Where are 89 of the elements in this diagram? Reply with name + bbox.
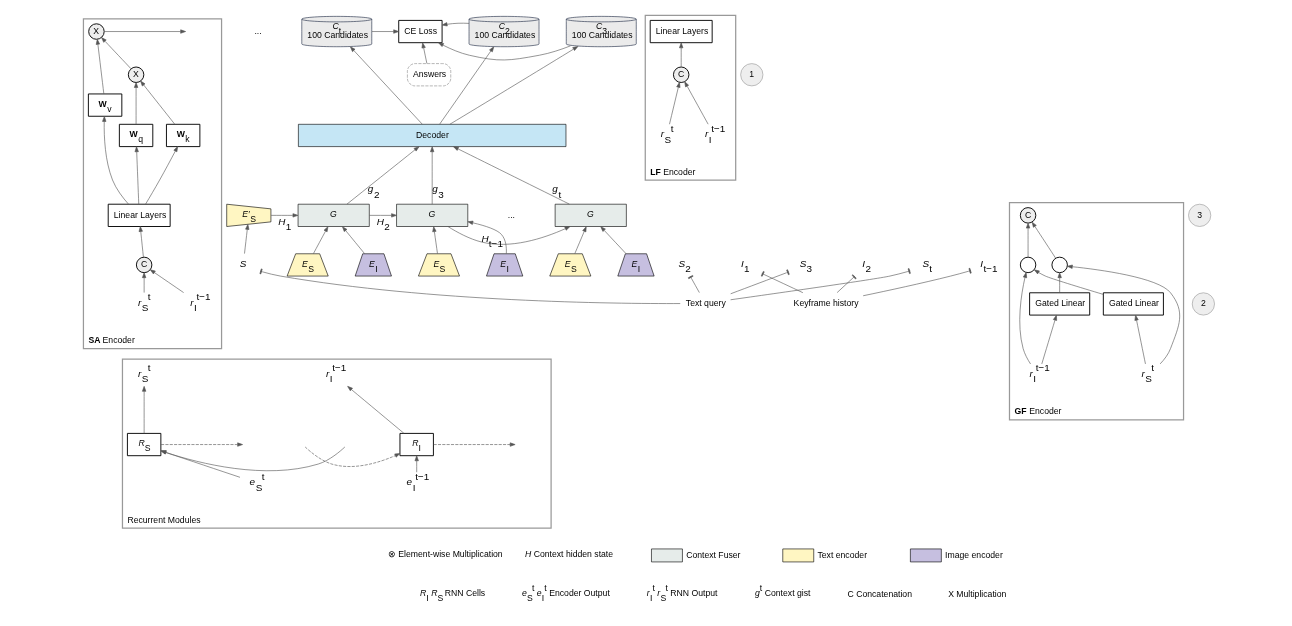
arrow bbox=[160, 442, 243, 447]
arrow bbox=[441, 22, 469, 27]
node-circle: C bbox=[672, 66, 689, 83]
node-circle: 3 bbox=[1187, 203, 1211, 227]
node-circle bbox=[1050, 256, 1068, 274]
node-box: Linear Layers bbox=[107, 203, 171, 227]
node-box: Gated Linear bbox=[1028, 292, 1090, 316]
arrow bbox=[103, 29, 186, 34]
arrow bbox=[346, 386, 404, 434]
node-circle: C bbox=[1019, 207, 1036, 224]
arrow bbox=[467, 220, 507, 254]
node-box: CE Loss bbox=[397, 19, 443, 44]
legend-label: Text encoder bbox=[816, 549, 867, 560]
connector bbox=[760, 271, 803, 293]
label: ... bbox=[507, 209, 515, 220]
arrow bbox=[149, 269, 184, 293]
arrow bbox=[141, 272, 146, 293]
arrow bbox=[270, 213, 298, 218]
node-text: Keyframe history bbox=[793, 298, 859, 309]
node-circle: X bbox=[127, 66, 144, 83]
node-circle: 2 bbox=[1191, 292, 1215, 316]
node-circle bbox=[1019, 256, 1036, 274]
arrow bbox=[1031, 221, 1056, 259]
arrow bbox=[101, 116, 129, 205]
arrow bbox=[1134, 315, 1146, 365]
arrow bbox=[1025, 222, 1030, 258]
arrow bbox=[1018, 272, 1031, 365]
arrow bbox=[1066, 264, 1180, 365]
arrow bbox=[599, 226, 626, 254]
connector bbox=[729, 268, 911, 301]
node-circle: X bbox=[87, 23, 105, 40]
connector bbox=[836, 274, 857, 293]
arrow bbox=[144, 146, 178, 205]
arrow bbox=[668, 82, 680, 125]
node-circle: 1 bbox=[739, 63, 763, 87]
node-text: Text query bbox=[685, 298, 726, 309]
arrow bbox=[431, 226, 438, 254]
arrow bbox=[432, 442, 515, 447]
node-box: G bbox=[297, 203, 370, 227]
arrow bbox=[1041, 315, 1057, 365]
arrow bbox=[1057, 272, 1062, 293]
arrow bbox=[160, 450, 240, 478]
legend-label: X Multiplication bbox=[947, 588, 1006, 599]
arrow bbox=[100, 37, 131, 70]
node-box: G bbox=[395, 203, 468, 227]
arrow bbox=[346, 146, 419, 205]
arrow bbox=[349, 46, 423, 125]
arrow bbox=[371, 29, 399, 34]
arrow bbox=[341, 226, 365, 254]
legend-label: Image encoder bbox=[944, 549, 1003, 560]
legend-label: C Concatenation bbox=[847, 588, 912, 599]
arrow bbox=[683, 81, 708, 125]
node-text: S bbox=[239, 257, 246, 269]
legend-label: ⊗ Element-wise Multiplication bbox=[387, 549, 503, 560]
arrow bbox=[138, 226, 144, 258]
connector bbox=[687, 275, 700, 293]
arrow bbox=[438, 46, 494, 125]
arrow bbox=[421, 42, 427, 64]
node-box: Decoder bbox=[297, 124, 566, 147]
node-box: Gated Linear bbox=[1102, 292, 1164, 316]
arrow bbox=[452, 146, 570, 205]
arrow bbox=[141, 386, 146, 434]
arrow bbox=[414, 455, 419, 473]
node-circle: C bbox=[135, 256, 152, 274]
connector bbox=[259, 268, 681, 304]
arrow bbox=[304, 446, 400, 467]
node-box: Answers bbox=[406, 63, 451, 87]
connector bbox=[729, 269, 790, 295]
arrow bbox=[437, 42, 571, 61]
arrow bbox=[429, 146, 434, 205]
arrow bbox=[368, 213, 397, 218]
label: ... bbox=[253, 25, 262, 36]
arrow bbox=[243, 224, 249, 254]
arrow bbox=[447, 226, 570, 245]
node-box: Linear Layers bbox=[649, 19, 713, 44]
node-box: G bbox=[554, 203, 627, 227]
arrow bbox=[139, 80, 175, 125]
arrow bbox=[1033, 269, 1103, 295]
arrow bbox=[678, 42, 683, 68]
arrow bbox=[574, 226, 587, 254]
legend-label: Context Fuser bbox=[685, 549, 741, 560]
connector bbox=[862, 267, 972, 297]
arrow bbox=[449, 46, 578, 125]
arrow bbox=[312, 226, 328, 254]
legend-label: H Context hidden state bbox=[524, 548, 613, 559]
arrow bbox=[133, 82, 138, 125]
arrow bbox=[160, 446, 345, 471]
arrow bbox=[134, 146, 139, 205]
arrow bbox=[95, 39, 104, 95]
